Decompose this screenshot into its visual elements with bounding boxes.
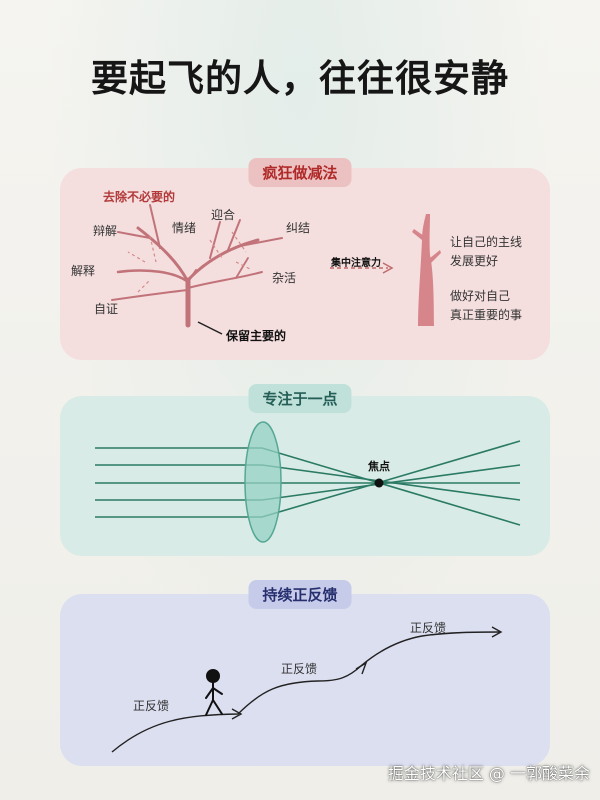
single-trunk-icon bbox=[412, 214, 441, 326]
focus-panel bbox=[60, 396, 550, 556]
result-line-1: 让自己的主线 bbox=[450, 235, 523, 249]
keep-pointer bbox=[197, 321, 223, 335]
feedback-label-2: 正反馈 bbox=[281, 662, 318, 676]
stick-figure-icon bbox=[205, 669, 223, 716]
result-line-2: 发展更好 bbox=[450, 254, 499, 268]
focus-badge: 专注于一点 bbox=[248, 384, 352, 413]
light-rays bbox=[95, 440, 521, 526]
cut-marks bbox=[127, 231, 253, 293]
feedback-panel bbox=[60, 594, 550, 766]
branching-tree-icon bbox=[111, 204, 283, 328]
branch-label-chores: 杂活 bbox=[272, 271, 297, 285]
branch-label-hesitation: 纠结 bbox=[286, 221, 311, 235]
subtraction-badge: 疯狂做减法 bbox=[248, 158, 352, 187]
branch-label-explain: 解释 bbox=[71, 264, 96, 278]
branch-label-self-prove: 自证 bbox=[94, 302, 119, 316]
remove-unnecessary-label: 去除不必要的 bbox=[103, 190, 176, 204]
subtraction-panel bbox=[60, 168, 550, 360]
branch-label-emotion: 情绪 bbox=[172, 221, 197, 235]
feedback-badge: 持续正反馈 bbox=[248, 580, 352, 609]
result-line-3: 做好对自己 bbox=[450, 289, 511, 303]
focal-point-label: 焦点 bbox=[368, 460, 390, 473]
branch-label-excuse: 辩解 bbox=[93, 224, 118, 238]
feedback-label-1: 正反馈 bbox=[133, 699, 170, 713]
feedback-label-3: 正反馈 bbox=[410, 621, 447, 635]
lens-icon bbox=[244, 421, 282, 543]
watermark: 掘金技术社区 @ 一郭酸菜余 bbox=[387, 764, 590, 783]
focus-attention-label: 集中注意力 bbox=[331, 258, 381, 269]
growth-curve bbox=[111, 631, 501, 753]
keep-main-label: 保留主要的 bbox=[226, 329, 287, 343]
page-title: 要起飞的人，往往很安静 bbox=[91, 57, 509, 100]
focal-point-icon bbox=[374, 478, 384, 488]
branch-label-pleasing: 迎合 bbox=[211, 208, 236, 222]
result-line-4: 真正重要的事 bbox=[450, 308, 523, 322]
